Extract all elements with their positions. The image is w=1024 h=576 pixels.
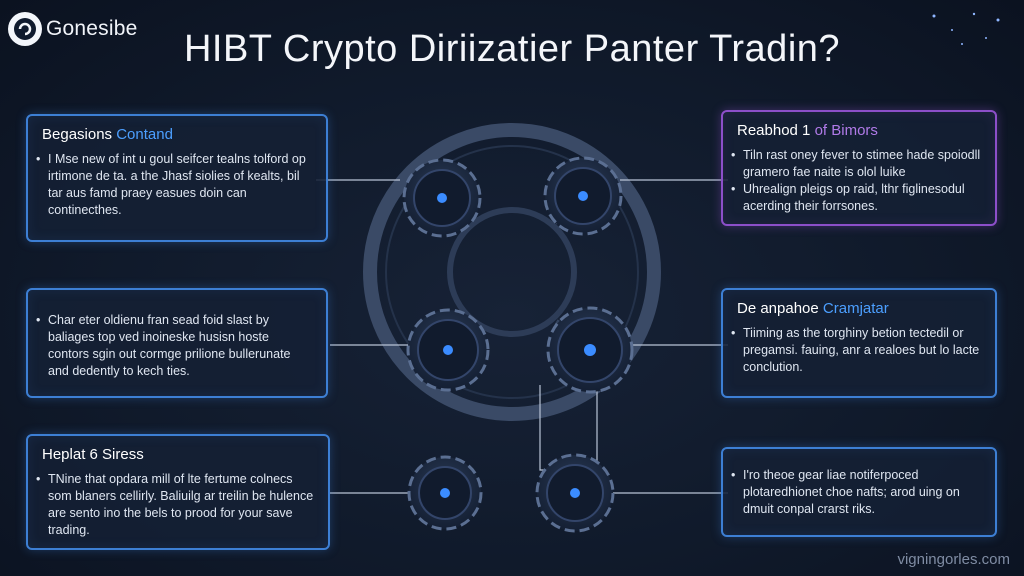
gear-icon-mid-left — [406, 308, 490, 392]
card-title: De anpahoe Cramjatar — [737, 300, 889, 317]
card-title: Begasions Contand — [42, 126, 173, 143]
gear-icon-top-left — [402, 158, 482, 238]
card-body: •I Mse new of int u goul seifcer tealns … — [36, 152, 306, 217]
card-body: •Tiiming as the torghiny betion tectedil… — [731, 326, 980, 374]
card-body: •Tiln rast oney fever to stimee hade spo… — [731, 148, 981, 213]
card-mid-left: •Char eter oldienu fran sead foid slast … — [26, 288, 328, 398]
brand-name: Gonesibe — [46, 17, 138, 40]
gear-icon-top-right — [543, 156, 623, 236]
card-bottom-right: •I'ro theoe gear liae notiferpoced plota… — [721, 447, 997, 537]
stars-decoration — [932, 12, 1000, 45]
watermark: vigningorles.com — [897, 551, 1010, 568]
card-title: Reabhod 1 of Bimors — [737, 122, 878, 139]
connector-lines — [316, 179, 728, 494]
gear-icon-bottom-left — [407, 455, 483, 531]
logo-icon — [8, 12, 42, 46]
card-body: •I'ro theoe gear liae notiferpoced plota… — [731, 468, 960, 516]
card-top-left: Begasions Contand •I Mse new of int u go… — [26, 114, 328, 242]
card-mid-right: De anpahoe Cramjatar •Tiiming as the tor… — [721, 288, 997, 398]
card-top-right: Reabhod 1 of Bimors •Tiln rast oney feve… — [721, 110, 997, 226]
card-bottom-left: Heplat 6 Siress •TNine that opdara mill … — [26, 434, 330, 550]
card-title: Heplat 6 Siress — [42, 446, 144, 463]
brand-logo: Gonesibe — [8, 12, 138, 46]
page-title: HIBT Crypto Diriizatier Panter Tradin? — [183, 28, 841, 70]
central-ring — [363, 123, 661, 421]
gear-icon-mid-right — [546, 306, 634, 394]
card-body: •Char eter oldienu fran sead foid slast … — [36, 313, 291, 378]
card-body: •TNine that opdara mill of lte fertume c… — [36, 472, 314, 537]
gear-icon-bottom-right — [535, 453, 615, 533]
